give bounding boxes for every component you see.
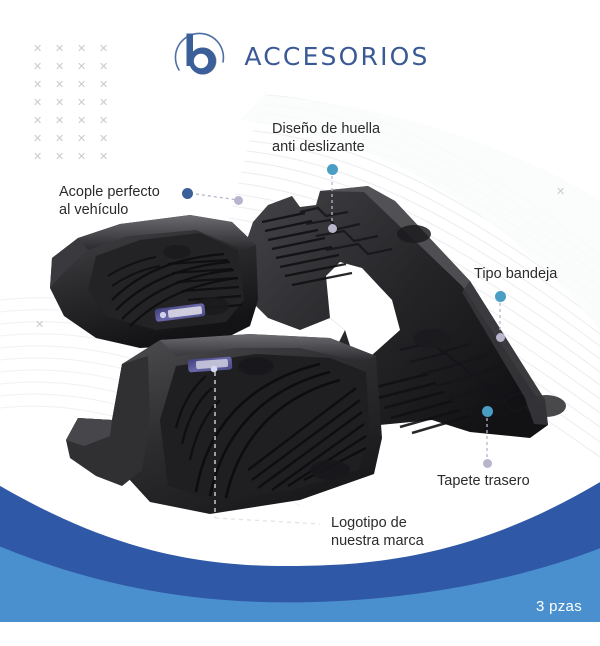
x-decor-icon: ✕ (99, 78, 109, 91)
x-decor-icon: ✕ (33, 132, 43, 145)
x-decor-icon: ✕ (99, 132, 109, 145)
x-decor-icon: ✕ (556, 185, 566, 198)
footer-band-blue (0, 546, 600, 622)
callout-dot-bandeja (495, 291, 506, 302)
callout-anchor-huella (328, 224, 337, 233)
x-decor-icon: ✕ (33, 150, 43, 163)
x-decor-icon: ✕ (55, 150, 65, 163)
x-decor-icon: ✕ (99, 60, 109, 73)
mat-brand-badge-left (154, 303, 206, 322)
callout-label-acople: Acople perfecto al vehículo (59, 184, 160, 218)
x-decor-icon: ✕ (99, 114, 109, 127)
brand-wordmark: ACCESORIOS (244, 41, 430, 71)
brand-b-logo-icon (170, 26, 232, 82)
callout-label-huella: Diseño de huella anti deslizante (272, 121, 381, 155)
callout-dot-trasero (482, 406, 493, 417)
mat-brand-badge-right (187, 356, 233, 373)
x-decor-icon: ✕ (33, 96, 43, 109)
x-decor-icon: ✕ (35, 318, 45, 331)
x-decor-icon: ✕ (77, 114, 87, 127)
x-decor-icon: ✕ (55, 132, 65, 145)
x-decor-icon: ✕ (33, 42, 43, 55)
x-decor-icon: ✕ (55, 60, 65, 73)
x-decor-icon: ✕ (33, 78, 43, 91)
callout-anchor-acople (234, 196, 243, 205)
x-decor-icon: ✕ (77, 132, 87, 145)
callout-anchor-trasero (483, 459, 492, 468)
x-decor-icon: ✕ (55, 42, 65, 55)
mat-rear-shape (238, 186, 566, 438)
callout-anchor-bandeja (496, 333, 505, 342)
x-decor-icon: ✕ (33, 60, 43, 73)
mat-front-left-shape (50, 215, 258, 348)
x-decor-icon: ✕ (33, 114, 43, 127)
x-decor-icon: ✕ (99, 150, 109, 163)
callout-label-logotipo: Logotipo de nuestra marca (331, 515, 424, 549)
x-decor-icon: ✕ (77, 96, 87, 109)
pieces-count-label: 3 pzas (536, 598, 582, 615)
mat-front-right-shape (66, 334, 382, 514)
callout-dot-huella (327, 164, 338, 175)
x-decor-icon: ✕ (55, 114, 65, 127)
x-decor-icon: ✕ (99, 42, 109, 55)
callout-label-trasero: Tapete trasero (437, 473, 530, 489)
x-decor-icon: ✕ (77, 150, 87, 163)
footer-band-navy (0, 482, 600, 622)
x-decor-icon: ✕ (77, 78, 87, 91)
x-decor-icon: ✕ (77, 42, 87, 55)
brand-header: ACCESORIOS (0, 24, 600, 84)
callout-label-bandeja: Tipo bandeja (474, 266, 558, 282)
x-decor-icon: ✕ (55, 96, 65, 109)
callout-dot-acople (182, 188, 193, 199)
x-decor-icon: ✕ (77, 60, 87, 73)
x-decor-icon: ✕ (99, 96, 109, 109)
x-decor-icon: ✕ (55, 78, 65, 91)
